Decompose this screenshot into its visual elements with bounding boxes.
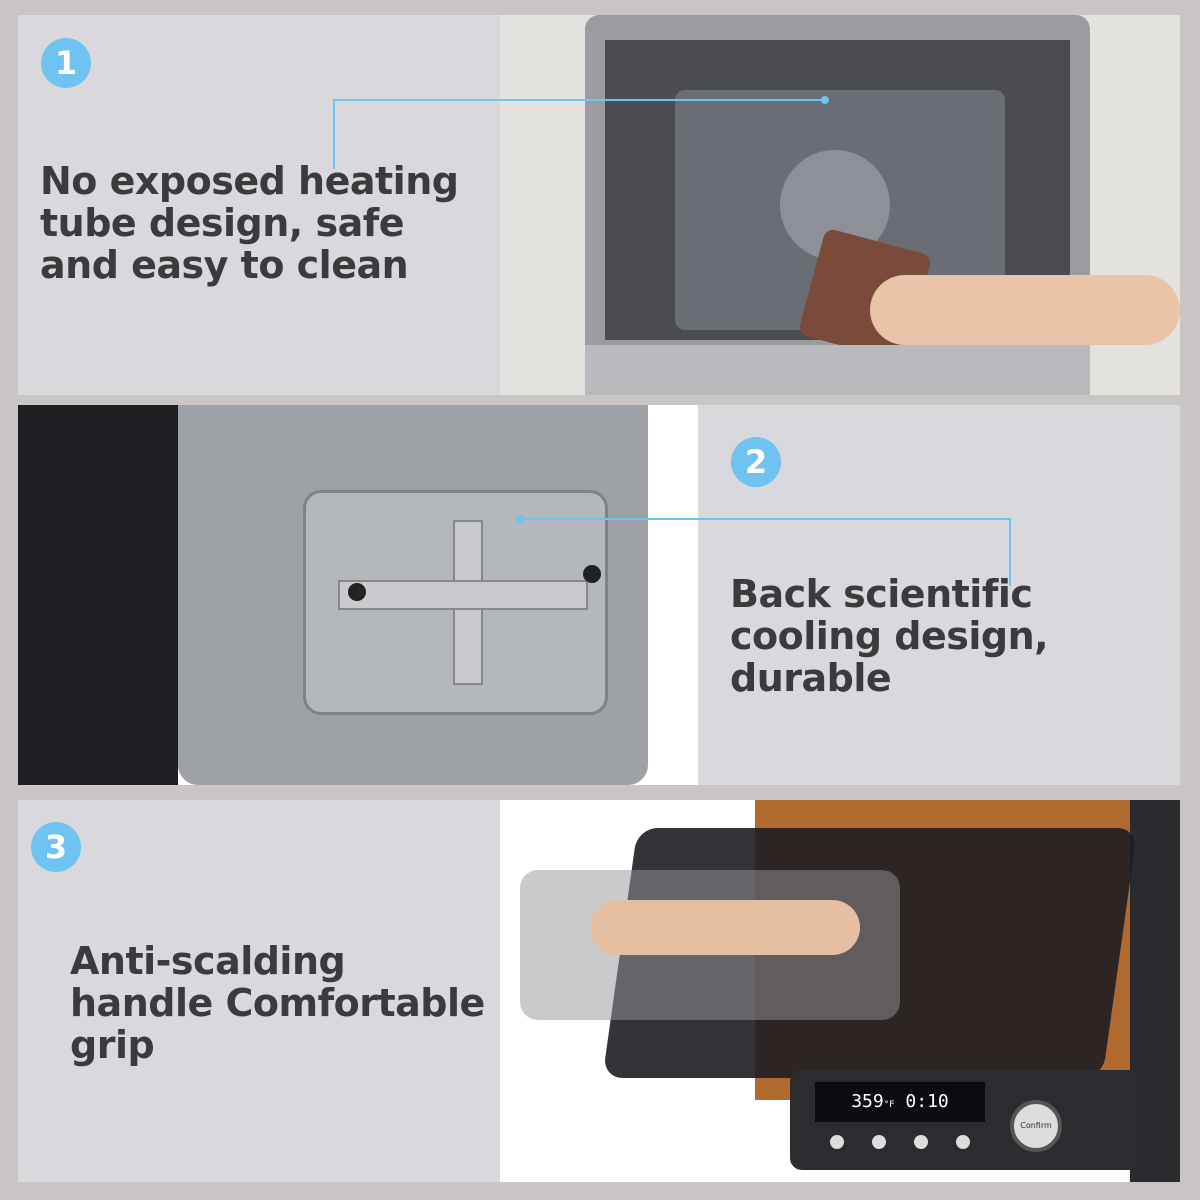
oven-display: 359°F 0:10 — [815, 1082, 985, 1122]
callout-line — [520, 518, 1010, 520]
display-temperature: 359 — [851, 1091, 884, 1112]
control-button — [830, 1135, 844, 1149]
oven-back-photo — [18, 405, 698, 785]
control-button — [872, 1135, 886, 1149]
callout-line — [1009, 518, 1011, 586]
feature-panel-3: 3 Anti-scalding handle Comfortable grip … — [18, 800, 1180, 1182]
confirm-knob: Confirm — [1010, 1100, 1062, 1152]
feature-panel-2: 2 Back scientific cooling design, durabl… — [18, 405, 1180, 785]
feature-number-badge: 2 — [731, 437, 781, 487]
display-temp-unit: °F — [883, 1100, 895, 1110]
callout-dot — [821, 96, 829, 104]
feature-caption: Anti-scalding handle Comfortable grip — [70, 939, 485, 1067]
oven-door-photo: 359°F 0:10 Confirm — [500, 800, 1180, 1182]
control-button — [914, 1135, 928, 1149]
feature-number-badge: 3 — [31, 822, 81, 872]
callout-dot — [516, 515, 524, 523]
feature-number-badge: 1 — [41, 38, 91, 88]
callout-line — [333, 99, 825, 101]
display-time: 0:10 — [905, 1091, 949, 1112]
feature-caption: No exposed heating tube design, safe and… — [40, 159, 459, 287]
control-button — [956, 1135, 970, 1149]
callout-line — [333, 99, 335, 169]
feature-panel-1: 1 No exposed heating tube design, safe a… — [18, 15, 1180, 395]
oven-interior-photo — [500, 15, 1180, 395]
feature-caption: Back scientific cooling design, durable — [730, 572, 1049, 700]
